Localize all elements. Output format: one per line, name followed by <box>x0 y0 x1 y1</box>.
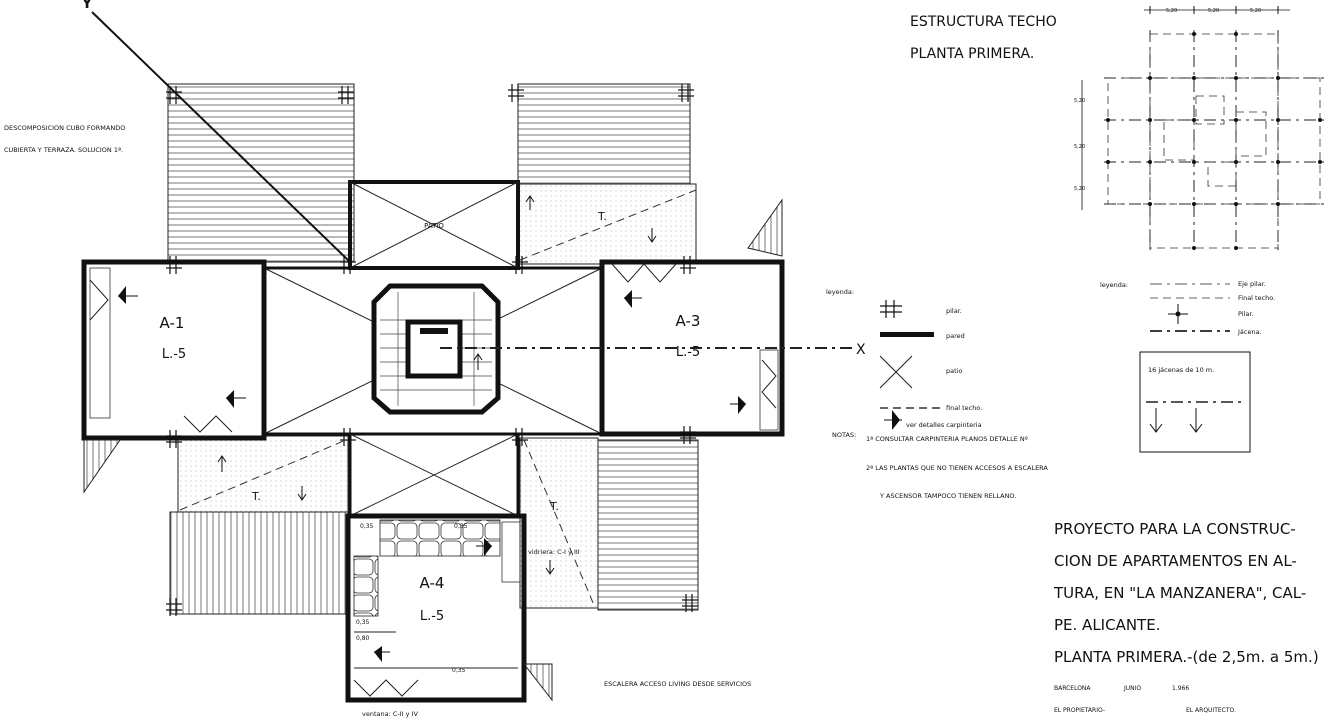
legend-left-title: leyenda: <box>826 288 854 296</box>
legend-right-title: leyenda: <box>1100 281 1128 289</box>
dim-035-c: 0,35 <box>356 619 370 626</box>
terrace-label-left: T. <box>251 490 261 503</box>
note-left-line2: CUBIERTA Y TERRAZA. SOLUCION 1ª. <box>4 146 123 154</box>
legend-patio: patio <box>946 367 962 375</box>
title-line1: ESTRUCTURA TECHO <box>910 14 1057 30</box>
title-line2: PLANTA PRIMERA. <box>910 46 1034 62</box>
dim-top-2: 5,20 <box>1208 8 1219 14</box>
legend-final-techo-right: Final techo. <box>1238 294 1275 302</box>
legend-pilar-right: Pilar. <box>1238 310 1254 318</box>
a4-level: L.-5 <box>420 609 444 624</box>
jacenas-box <box>1139 351 1251 453</box>
project-city: BARCELONA <box>1054 685 1091 692</box>
dim-035-a: 0,35 <box>360 523 374 530</box>
escalera-label: ESCALERA ACCESO LIVING DESDE SERVICIOS <box>604 680 751 688</box>
legend-eje-pilar: Eje pilar. <box>1238 280 1266 288</box>
legend-pilar: pilar. <box>946 307 962 315</box>
terrace-top-left <box>167 83 355 263</box>
terrace-t-right <box>519 437 599 609</box>
terrace-bottom-right <box>597 439 699 611</box>
carpentry-markers <box>118 286 746 662</box>
terrace-bottom-left <box>169 511 349 615</box>
terrace-label-top: T. <box>597 210 607 223</box>
vidriera-label: vidriera: C-I y III <box>528 548 580 556</box>
legend-final-techo: final techo. <box>946 404 982 412</box>
pillar-markers <box>166 84 698 616</box>
a4-name: A-4 <box>420 574 445 592</box>
dim-035-b: 0,35 <box>454 523 468 530</box>
dim-080: 0,80 <box>356 635 370 642</box>
project-month: JUNIO <box>1123 685 1141 692</box>
terrace-t-top <box>517 183 697 265</box>
dim-left-3: 5,20 <box>1074 186 1085 192</box>
patio-label: PATIO <box>424 222 444 230</box>
ventana-label: ventana: C-II y IV <box>362 710 418 718</box>
structure-mini-plan: 5,20 5,20 5,20 5,20 5,20 5,20 <box>1074 6 1324 250</box>
project-owner: EL PROPIETARIO- <box>1054 707 1105 714</box>
note-3: Y ASCENSOR TAMPOCO TIENEN RELLANO. <box>879 492 1016 500</box>
project-line2: CION DE APARTAMENTOS EN AL- <box>1054 552 1297 570</box>
project-line5: PLANTA PRIMERA.-(de 2,5m. a 5m.) <box>1054 648 1319 666</box>
apartment-a4 <box>345 513 527 703</box>
legend-jacena: Jácena. <box>1237 328 1262 336</box>
terrace-t-left <box>177 435 349 513</box>
project-line1: PROYECTO PARA LA CONSTRUC- <box>1054 520 1296 538</box>
dim-left-2: 5,20 <box>1074 144 1085 150</box>
jacenas-box-label: 16 jácenas de 10 m. <box>1148 366 1214 374</box>
project-line4: PE. ALICANTE. <box>1054 616 1160 634</box>
terrace-top-right <box>517 83 691 185</box>
dim-left-1: 5,20 <box>1074 98 1085 104</box>
axis-y-label: Y <box>81 0 93 12</box>
dim-top-1: 5,20 <box>1166 8 1177 14</box>
project-line3: TURA, EN "LA MANZANERA", CAL- <box>1053 584 1306 602</box>
a1-level: L.-5 <box>162 347 186 362</box>
axis-y-line <box>91 11 351 263</box>
axis-x-label: X <box>856 342 866 358</box>
terrace-label-right: T. <box>549 500 559 513</box>
note-left-line1: DESCOMPOSICION CUBO FORMANDO <box>4 124 125 132</box>
legend-pared: pared <box>946 332 965 340</box>
dim-035-d: 0,35 <box>452 667 466 674</box>
a3-name: A-3 <box>676 312 701 330</box>
dim-top-3: 5,20 <box>1250 8 1261 14</box>
notes-title: NOTAS: <box>832 431 856 439</box>
a1-name: A-1 <box>160 314 185 332</box>
note-1: 1ª CONSULTAR CARPINTERIA PLANOS DETALLE … <box>866 435 1028 443</box>
project-year: 1.966 <box>1172 685 1189 692</box>
project-architect: EL ARQUITECTO. <box>1186 707 1236 714</box>
a3-level: L.-5 <box>676 345 700 360</box>
legend-carpinteria: ver detalles carpinteria <box>906 421 982 429</box>
note-2: 2ª LAS PLANTAS QUE NO TIENEN ACCESOS A E… <box>866 464 1048 472</box>
